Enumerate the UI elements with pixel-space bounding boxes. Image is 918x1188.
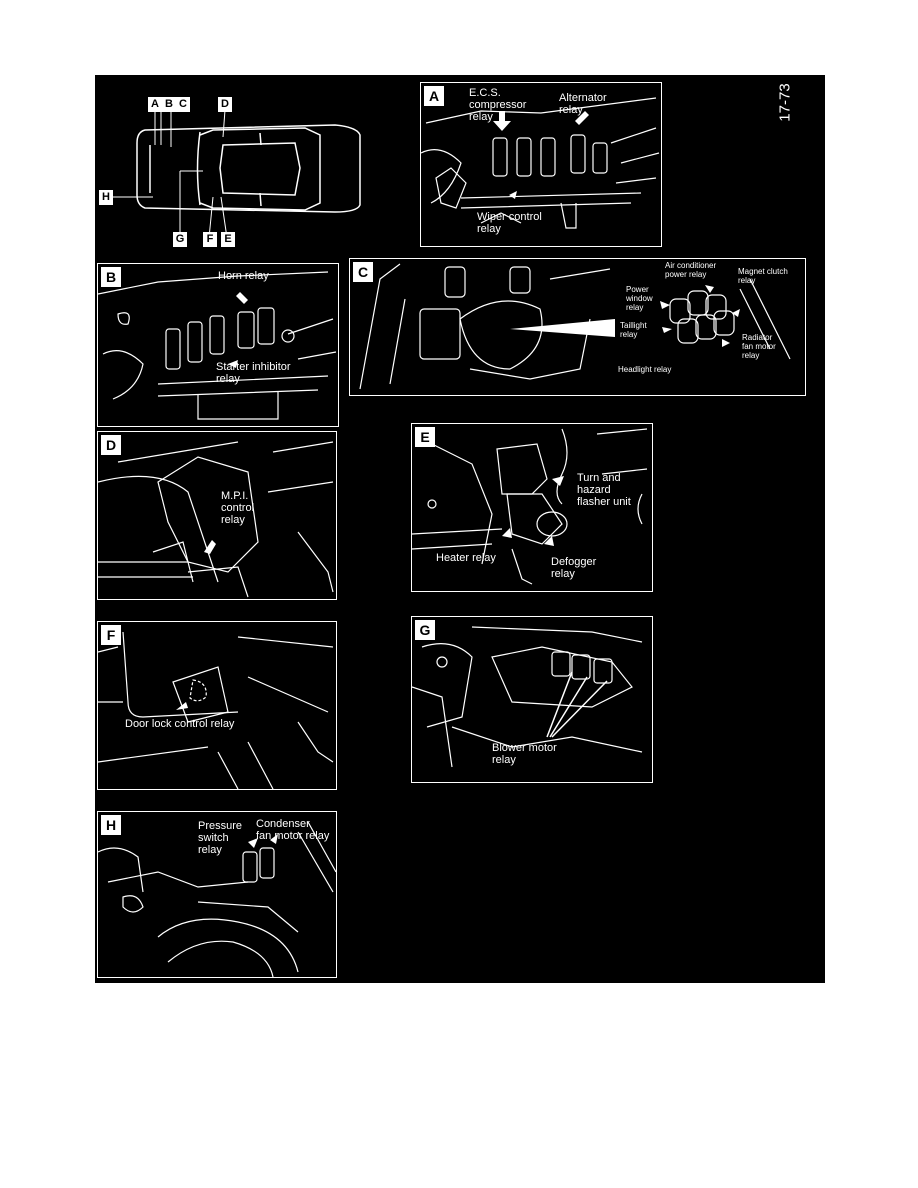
overview-marker-e: E	[221, 232, 235, 247]
horn-relay-label: Horn relay	[218, 270, 269, 282]
radiator-fan-motor-relay-label: Radiator fan motor relay	[742, 333, 776, 360]
relay-location-sheet: 17-73 A B	[95, 75, 825, 983]
ecs-compressor-relay-label: E.C.S. compressor relay	[469, 87, 527, 123]
overview-marker-a: A	[148, 97, 162, 112]
panel-b: B Horn relay Starter inhibitor relay	[97, 263, 339, 427]
car-top-view-drawing	[113, 109, 361, 239]
turn-hazard-flasher-unit-label: Turn and hazard flasher unit	[577, 472, 631, 508]
blower-motor-relay-label: Blower motor relay	[492, 742, 557, 766]
panel-h-drawing	[98, 821, 336, 977]
pressure-switch-relay-label: Pressure switch relay	[198, 820, 243, 856]
panel-b-letter: B	[101, 267, 121, 287]
panel-h: H Pressure switch relay Condenser fan mo…	[97, 811, 337, 978]
panel-e-drawing	[412, 428, 648, 585]
panel-a: A E.C.S. compressor relay Alternator rel…	[420, 82, 662, 247]
heater-relay-label: Heater relay	[436, 552, 496, 564]
headlight-relay-label: Headlight relay	[618, 365, 672, 374]
panel-d-letter: D	[101, 435, 121, 455]
magnet-clutch-relay-label: Magnet clutch relay	[738, 267, 788, 285]
defogger-relay-label: Defogger relay	[551, 556, 597, 580]
panel-a-letter: A	[424, 86, 444, 106]
starter-inhibitor-relay-label: Starter inhibitor relay	[216, 361, 291, 385]
panel-c-drawing	[359, 263, 791, 390]
panel-d: D M.P.I. control relay	[97, 431, 337, 600]
overview-car-diagram: A B C D H G F E	[95, 75, 415, 255]
overview-marker-b: B	[162, 97, 176, 112]
overview-marker-f: F	[203, 232, 217, 247]
power-window-relay-label: Power window relay	[626, 285, 653, 312]
mpi-control-relay-label: M.P.I. control relay	[221, 490, 255, 526]
panel-f-letter: F	[101, 625, 121, 645]
wiper-control-relay-label: Wiper control relay	[477, 211, 542, 235]
panel-f-drawing	[98, 631, 334, 789]
alternator-relay-label: Alternator relay	[559, 92, 607, 116]
panel-f: F Door lock control relay	[97, 621, 337, 790]
panel-b-drawing	[98, 271, 337, 420]
panel-g-letter: G	[415, 620, 435, 640]
air-conditioner-power-relay-label: Air conditioner power relay	[665, 261, 717, 279]
panel-g-drawing	[412, 626, 643, 768]
door-lock-control-relay-label: Door lock control relay	[125, 718, 235, 730]
panel-e-letter: E	[415, 427, 435, 447]
panel-c: C Air conditioner power relay Magnet clu…	[349, 258, 806, 396]
condenser-fan-motor-relay-label: Condenser fan motor relay	[256, 818, 330, 842]
panel-g: G Blower motor relay	[411, 616, 653, 783]
page-number: 17-73	[776, 83, 794, 122]
overview-marker-d: D	[218, 97, 232, 112]
panel-e: E Turn and hazard flasher unit Heater re…	[411, 423, 653, 592]
panel-a-drawing	[421, 97, 660, 229]
panel-d-drawing	[98, 441, 334, 598]
panel-h-letter: H	[101, 815, 121, 835]
panel-c-letter: C	[353, 262, 373, 282]
taillight-relay-label: Taillight relay	[620, 321, 647, 339]
overview-marker-c: C	[176, 97, 190, 112]
overview-marker-g: G	[173, 232, 187, 247]
overview-marker-h: H	[99, 190, 113, 205]
